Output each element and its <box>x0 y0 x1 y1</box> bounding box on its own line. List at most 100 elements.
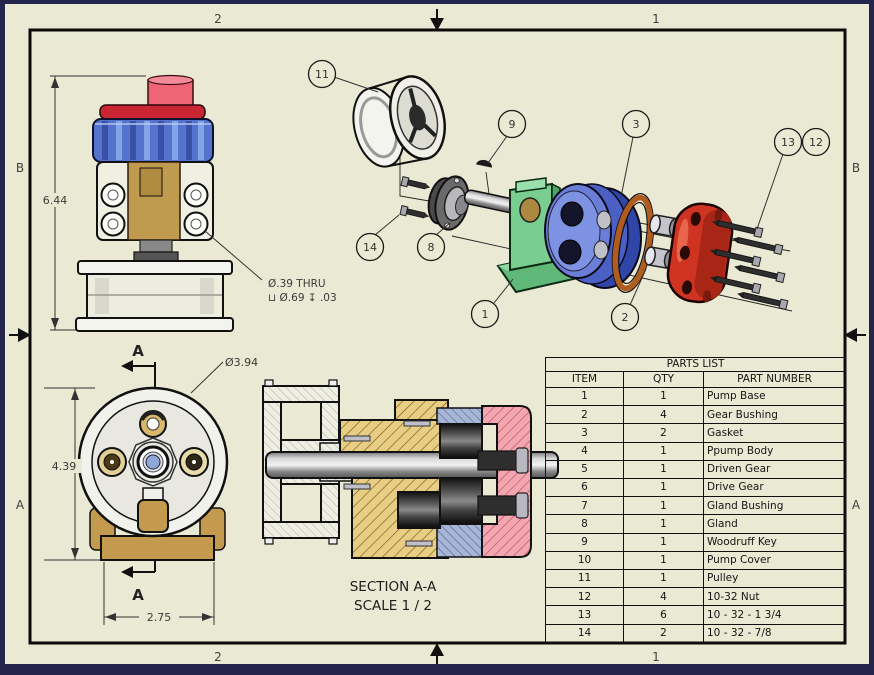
cell-item: 14 <box>545 623 624 644</box>
cell-item: 6 <box>545 478 624 498</box>
cell-part: Drive Gear <box>703 478 846 498</box>
cell-item: 12 <box>545 587 624 607</box>
zone-label: A <box>852 498 861 512</box>
zone-label: 1 <box>652 650 660 664</box>
cell-item: 13 <box>545 605 624 625</box>
zone-label: 2 <box>214 650 222 664</box>
balloons: 11 9 3 13 12 <box>307 59 831 332</box>
balloon-8: 8 <box>416 222 451 262</box>
section-letter-top: A <box>132 342 144 360</box>
cell-item: 1 <box>545 386 624 407</box>
cell-qty: 1 <box>623 532 704 552</box>
pump-base-bottom <box>100 535 215 561</box>
section-view: SECTION A-A SCALE 1 / 2 <box>262 379 559 614</box>
zone-label: B <box>16 161 24 175</box>
hole-note-line1: Ø.39 THRU <box>268 278 326 290</box>
zone-label: 1 <box>652 12 660 26</box>
gear-ring <box>92 118 214 163</box>
svg-text:2: 2 <box>622 311 629 324</box>
cell-item: 5 <box>545 459 624 480</box>
svg-text:8: 8 <box>428 241 435 254</box>
balloon-9: 9 <box>487 109 527 164</box>
parts-list-title: PARTS LIST <box>545 357 846 372</box>
col-header-part-number: PART NUMBER <box>703 371 846 388</box>
exploded-gasket <box>611 193 655 293</box>
exploded-pump-body <box>544 183 642 289</box>
cell-part: Pump Base <box>703 386 846 407</box>
cell-part: Gasket <box>703 423 846 443</box>
cell-qty: 4 <box>623 587 704 607</box>
balloon-11: 11 <box>307 59 379 93</box>
section-letter-bottom: A <box>132 586 144 604</box>
exploded-screw-14 <box>400 176 431 190</box>
exploded-screw-14 <box>399 205 430 219</box>
balloon-14: 14 <box>355 214 400 262</box>
exploded-woodruff-key <box>476 159 492 195</box>
cell-part: Gland Bushing <box>703 496 846 516</box>
dim-height-bottom: 4.39 <box>52 460 77 473</box>
col-header-qty: QTY <box>623 371 704 388</box>
cell-part: Woodruff Key <box>703 532 846 552</box>
dim-diameter: Ø3.94 <box>225 356 258 369</box>
cell-item: 7 <box>545 496 624 516</box>
cell-qty: 1 <box>623 441 704 461</box>
cell-part: Pulley <box>703 569 846 589</box>
cell-qty: 1 <box>623 459 704 480</box>
alignment-mark-top <box>430 9 444 31</box>
svg-text:9: 9 <box>509 118 516 131</box>
cell-qty: 1 <box>623 550 704 571</box>
dim-height-front: 6.44 <box>43 194 68 207</box>
parts-list-header-row: ITEM QTY PART NUMBER <box>545 371 846 388</box>
zone-label: A <box>16 498 25 512</box>
cell-item: 4 <box>545 441 624 461</box>
alignment-mark-left <box>9 328 31 342</box>
exploded-pulley <box>352 75 446 168</box>
exploded-view: 11 9 3 13 12 <box>307 59 831 332</box>
svg-text:11: 11 <box>315 68 329 81</box>
balloon-2: 2 <box>610 268 647 332</box>
balloon-3: 3 <box>620 109 651 198</box>
parts-list-title-row: PARTS LIST <box>545 357 846 372</box>
cell-part: 10 - 32 - 1 3/4 <box>703 605 846 625</box>
cell-qty: 6 <box>623 605 704 625</box>
front-view: 6.44 <box>38 74 337 332</box>
cell-qty: 1 <box>623 514 704 534</box>
cell-qty: 1 <box>623 496 704 516</box>
top-disc <box>99 104 206 120</box>
section-scale: SCALE 1 / 2 <box>354 598 432 614</box>
zone-label: B <box>852 161 860 175</box>
cell-part: Gear Bushing <box>703 405 846 425</box>
cell-item: 2 <box>545 405 624 425</box>
svg-text:1: 1 <box>482 308 489 321</box>
hole-note-line2: ⊔ Ø.69 ↧ .03 <box>268 292 337 304</box>
cell-item: 9 <box>545 532 624 552</box>
cell-qty: 4 <box>623 405 704 425</box>
cell-part: Pump Cover <box>703 550 846 571</box>
svg-text:14: 14 <box>363 241 377 254</box>
balloon-12: 12 <box>801 127 831 157</box>
svg-text:13: 13 <box>781 136 795 149</box>
cell-part: Ppump Body <box>703 441 846 461</box>
zone-label: 2 <box>214 12 222 26</box>
cell-item: 3 <box>545 423 624 443</box>
cell-qty: 1 <box>623 569 704 589</box>
cell-part: Driven Gear <box>703 459 846 480</box>
dim-width-bottom: 2.75 <box>147 611 172 624</box>
bottom-view: A A Ø3.94 <box>44 342 258 625</box>
